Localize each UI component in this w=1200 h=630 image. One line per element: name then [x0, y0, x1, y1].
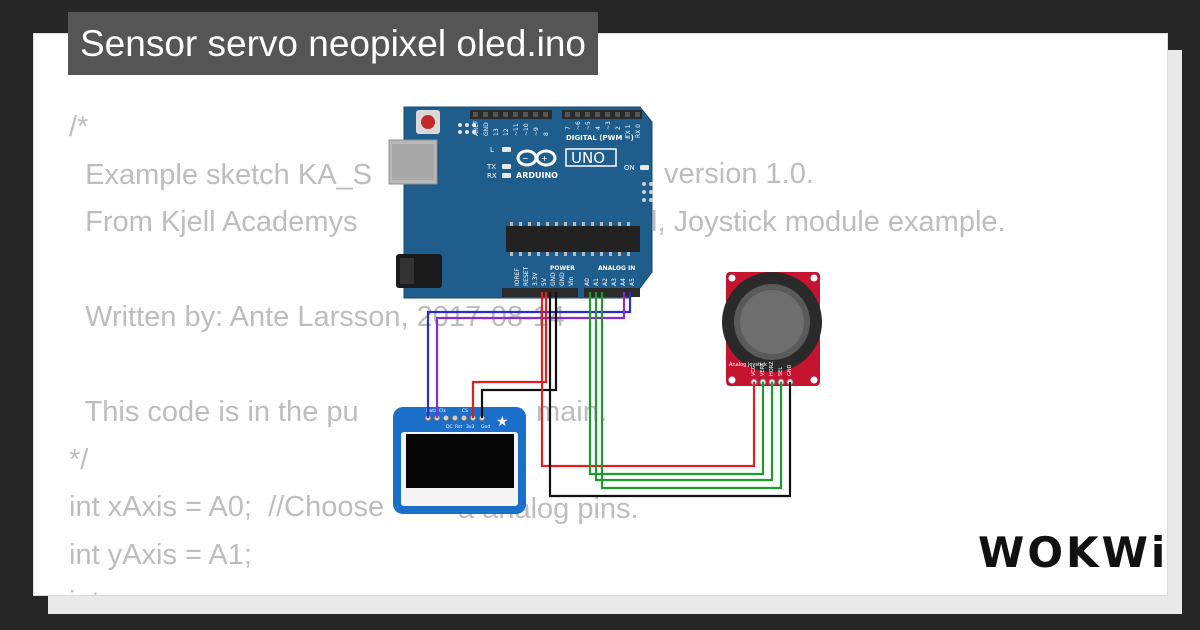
- pin-label: ~10: [523, 123, 530, 136]
- on-label: ON: [624, 164, 635, 172]
- pin-label: CS: [462, 408, 468, 414]
- pin-label: VERT: [760, 362, 766, 376]
- pin-label: AREF: [473, 120, 480, 136]
- pin-label: GND: [787, 364, 793, 376]
- star-icon: ★: [496, 414, 509, 430]
- oled-display-module[interactable]: ★ Data Clk DC Rst CS 3v3 Gnd: [393, 407, 526, 514]
- pin-label: 13: [493, 128, 500, 136]
- analog-label: ANALOG IN: [598, 265, 635, 272]
- pin-label: 3.3V: [532, 271, 539, 286]
- led-label: RX: [487, 172, 497, 180]
- code-line: From Kjell Academys: [69, 206, 358, 238]
- code-line: int: [69, 579, 565, 595]
- pin-label: GND: [483, 122, 490, 136]
- pin-label: A5: [629, 278, 636, 286]
- wire-black: [548, 292, 792, 498]
- pin-label: RX 0: [635, 124, 642, 138]
- microcontroller-chip: [506, 226, 640, 252]
- pin-label: VCC: [751, 365, 757, 376]
- pin-label: ~11: [513, 123, 520, 136]
- code-line: This code is in the pu: [69, 396, 359, 428]
- led-label: TX: [486, 163, 496, 171]
- code-line: Example sketch KA_S: [69, 158, 373, 191]
- analog-joystick-module[interactable]: Analog Joystick VCC VERT HORZ SEL GND: [722, 272, 822, 386]
- pin-label: 12: [503, 128, 510, 136]
- code-fragment: version 1.0.: [664, 158, 814, 190]
- pin-label: ~6: [575, 121, 582, 130]
- pin-label: HORZ: [769, 361, 775, 376]
- pin-label: Gnd: [481, 424, 490, 430]
- code-line: /*: [69, 111, 89, 143]
- pin-label: Clk: [439, 408, 446, 414]
- code-fragment: l, Joystick module example.: [651, 206, 1006, 238]
- pin-label: Rst: [455, 424, 462, 430]
- code-line: */: [69, 443, 89, 476]
- pin-label: GND: [550, 272, 557, 286]
- digital-label: DIGITAL (PWM ~): [566, 134, 634, 142]
- joystick-label: Analog Joystick: [729, 362, 767, 368]
- pin-label: ~9: [533, 127, 540, 136]
- code-line: int xAxis = A0; //Choose: [69, 491, 385, 523]
- pin-label: 4: [595, 126, 602, 130]
- wire-blue: [426, 292, 632, 418]
- wire-green: [588, 292, 765, 476]
- wire-purple: [435, 292, 626, 418]
- pin-label: 5V: [541, 277, 548, 286]
- wokwi-logo: WOKWi: [978, 528, 1169, 577]
- pin-label: 8: [543, 132, 550, 136]
- wire-green: [600, 292, 783, 490]
- led-label: L: [490, 146, 494, 154]
- code-line: Written by: Ante Larsson, 2017-08-14: [69, 301, 565, 333]
- power-label: POWER: [550, 265, 575, 272]
- pin-label: 7: [565, 126, 572, 130]
- pin-label: 2: [615, 126, 622, 130]
- arduino-logo-icon: [516, 149, 557, 167]
- pin-label: Vin: [568, 276, 575, 286]
- pin-label: ~3: [605, 121, 612, 130]
- pin-label: Data: [426, 408, 437, 414]
- pin-label: A1: [593, 278, 600, 286]
- code-line: int yAxis = A1;: [69, 538, 252, 571]
- board-brand: ARDUINO: [516, 171, 558, 180]
- wire-red: [471, 292, 548, 418]
- pin-label: 3v3: [466, 424, 475, 430]
- pin-label: SEL: [778, 367, 784, 376]
- wire-black: [480, 292, 558, 418]
- wire-red: [540, 292, 756, 468]
- arduino-uno-board[interactable]: AREF GND 13 12 ~11 ~10 ~9 8 7 ~6 ~5 4 ~3…: [388, 106, 653, 299]
- code-preview: /* Example sketch KA_S From Kjell Academ…: [69, 104, 565, 595]
- wire-green: [594, 292, 774, 482]
- pin-label: DC: [446, 424, 453, 430]
- pin-label: ~5: [585, 121, 592, 130]
- oled-screen: [406, 434, 514, 488]
- pin-label: TX 1: [625, 124, 632, 139]
- pin-label: IOREF: [514, 268, 521, 286]
- wires: [426, 292, 792, 498]
- pin-label: A3: [611, 278, 618, 286]
- pin-label: A4: [620, 278, 627, 286]
- pin-label: GND: [559, 272, 566, 286]
- plus-glyph: +: [541, 154, 548, 163]
- pin-label: A2: [602, 278, 609, 286]
- project-title: Sensor servo neopixel oled.ino: [68, 12, 598, 75]
- minus-glyph: −: [522, 154, 529, 163]
- board-model: UNO: [571, 149, 605, 167]
- pin-label: A0: [584, 278, 591, 286]
- pin-label: RESET: [523, 266, 530, 286]
